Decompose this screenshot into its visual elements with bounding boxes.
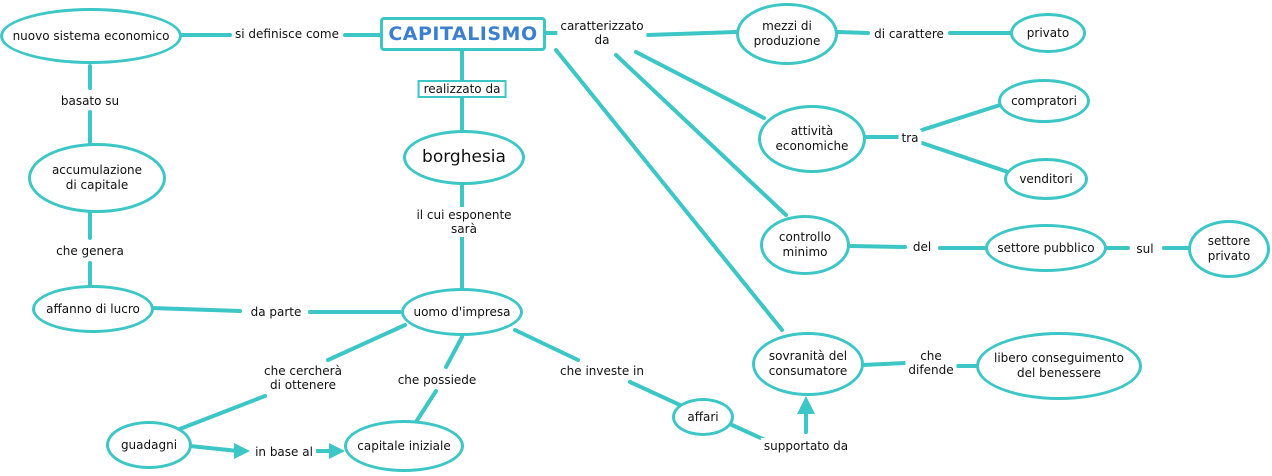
edge-mezzi-dicarattere (836, 30, 870, 35)
node-attivita-economiche[interactable]: attività economiche (758, 105, 866, 173)
link-basato-su: basato su (57, 93, 123, 109)
arrowhead-inbase-capitale (329, 443, 345, 459)
node-controllo-minimo[interactable]: controllo minimo (760, 215, 850, 275)
edge-caratterizzato-attivita (634, 50, 766, 120)
node-privato[interactable]: privato (1010, 13, 1086, 53)
link-che-difende: che difende (905, 348, 957, 378)
edge-controllo-del (848, 244, 907, 249)
node-uomo-d-impresa[interactable]: uomo d'impresa (401, 288, 523, 336)
link-del: del (909, 239, 935, 255)
edge-caratterizzato-controllo (614, 53, 788, 217)
edge-uomo-possiede (444, 335, 464, 369)
node-affari[interactable]: affari (672, 398, 734, 436)
link-caratterizzato-da: caratterizzato da (557, 18, 647, 48)
edge-tra-compratori (920, 103, 1002, 132)
edge-cerchera-guadagni (170, 394, 267, 434)
link-supportato-da: supportato da (760, 438, 852, 454)
node-nuovo-sistema-economico[interactable]: nuovo sistema economico (0, 8, 182, 64)
edge-caratterizzato-mezzi (646, 30, 738, 37)
link-che-genera: che genera (53, 243, 127, 259)
arrowhead-guadagni-inbase (234, 443, 250, 459)
node-guadagni[interactable]: guadagni (106, 421, 192, 469)
link-in-base-al: in base al (252, 444, 316, 460)
node-mezzi-di-produzione[interactable]: mezzi di produzione (736, 3, 838, 65)
edge-affanno-daparte (150, 306, 242, 313)
edge-uomo-cerchera (326, 323, 407, 362)
link-tra: tra (898, 130, 922, 146)
edge-possiede-capitale (414, 389, 438, 424)
node-compratori[interactable]: compratori (998, 79, 1090, 123)
edge-guadagni-inbase (188, 444, 240, 453)
edge-capitalismo-sovranita (554, 48, 784, 332)
link-che-investe-in: che investe in (557, 363, 647, 379)
node-venditori[interactable]: venditori (1004, 158, 1088, 200)
link-si-definisce-come: si definisce come (232, 26, 342, 42)
link-sul: sul (1133, 241, 1157, 257)
edge-uomo-investe (513, 328, 580, 362)
edge-sovranita-difende (860, 361, 907, 367)
edge-investe-affari (628, 380, 682, 407)
node-accumulazione-di-capitale[interactable]: accumulazione di capitale (28, 143, 166, 213)
node-capitale-iniziale[interactable]: capitale iniziale (344, 420, 464, 472)
link-da-parte: da parte (247, 304, 305, 320)
link-realizzato-da: realizzato da (417, 80, 507, 98)
node-libero-conseguimento[interactable]: libero conseguimento del benessere (976, 332, 1142, 400)
node-borghesia[interactable]: borghesia (403, 130, 525, 185)
edge-tra-venditori (920, 141, 1010, 174)
link-che-cerchera-di-ottenere: che cercherà di ottenere (261, 363, 345, 393)
link-che-possiede: che possiede (394, 372, 480, 388)
node-settore-pubblico[interactable]: settore pubblico (985, 224, 1107, 272)
link-di-carattere: di carattere (871, 26, 947, 42)
node-settore-privato[interactable]: settore privato (1188, 220, 1270, 278)
edge-affari-supportato (730, 423, 767, 442)
node-sovranita-del-consumatore[interactable]: sovranità del consumatore (752, 332, 864, 396)
link-il-cui-esponente-sara: il cui esponente sarà (413, 207, 515, 237)
arrowhead-supportato-sovranita (797, 396, 815, 414)
node-affanno-di-lucro[interactable]: affanno di lucro (32, 285, 154, 333)
node-capitalismo[interactable]: CAPITALISMO (380, 17, 546, 51)
